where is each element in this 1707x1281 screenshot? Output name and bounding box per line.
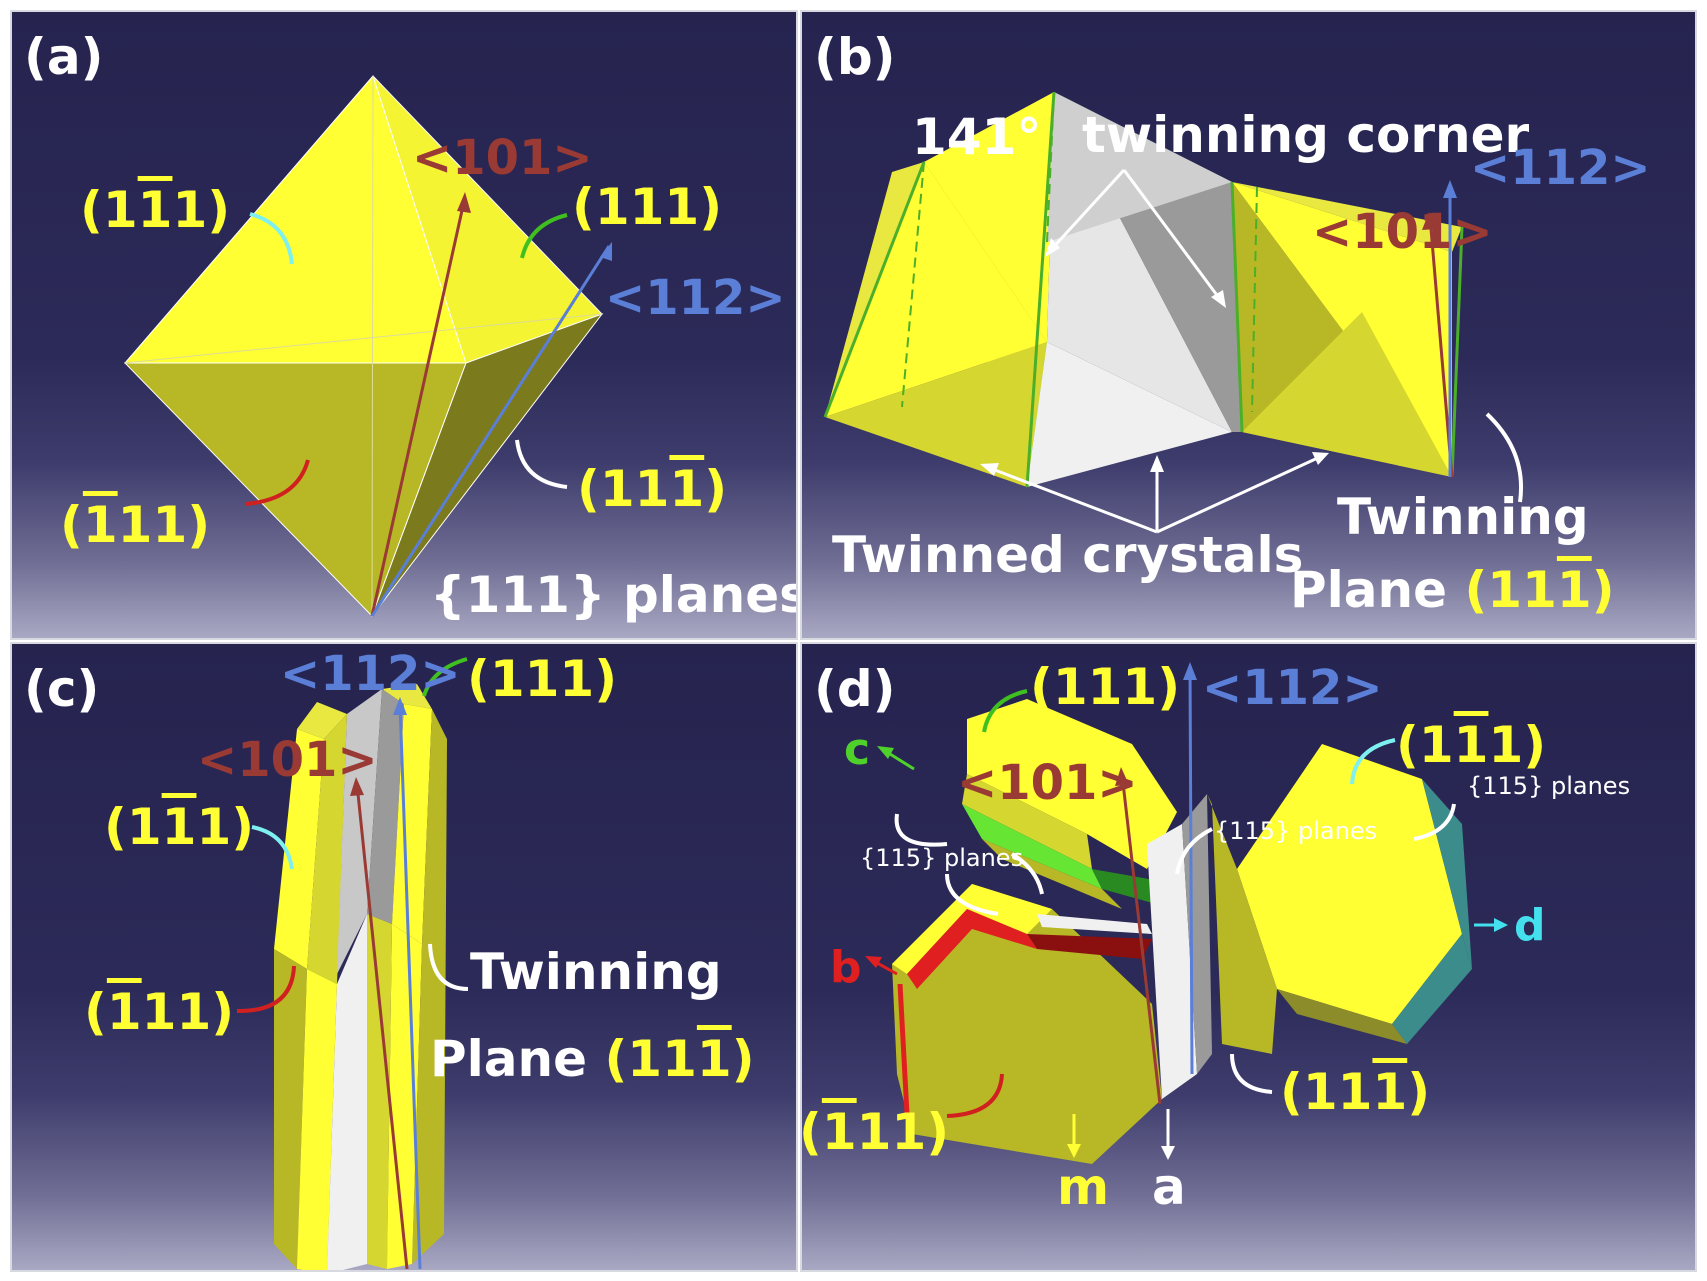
panel-a: (a) (111) <101> (111) <112> (111) (111) …: [10, 10, 798, 640]
hexagonal-crystal: [1207, 744, 1472, 1054]
leader-twinning-plane: [428, 943, 469, 991]
planes-115-label-center: {115} planes: [1214, 817, 1377, 845]
upper-left-crystal: [962, 699, 1192, 914]
direction-112-label: <112>: [605, 270, 786, 326]
direction-101-label: <101>: [957, 755, 1138, 811]
direction-101-arrow: [370, 196, 467, 617]
leader-1b11: [251, 825, 294, 870]
panel-d-figure: (d) (111) <112> (111) c <101> {115} plan…: [802, 658, 1630, 1216]
plane-label-111: (111): [572, 178, 722, 236]
plane-label-b111: (111): [60, 496, 210, 554]
plane-label-111: (111): [467, 650, 617, 708]
leader-115b: [945, 873, 999, 916]
octahedron: [123, 75, 604, 617]
planes-caption: {111} planes: [430, 566, 798, 624]
leader-11b1: [515, 439, 568, 489]
leader-115c: [1010, 852, 1044, 895]
direction-101-label: <101>: [197, 732, 378, 788]
axis-b-label: b: [830, 942, 862, 993]
leader-b111: [946, 1073, 1004, 1118]
panel-c: (c) <112> (111) <101> (111) (111) Twinni…: [10, 642, 798, 1272]
twinned-column: [274, 684, 447, 1270]
direction-101-label: <101>: [412, 130, 593, 186]
leader-b111: [236, 965, 296, 1014]
angle-label: 141°: [912, 108, 1041, 166]
panel-d: (d) (111) <112> (111) c <101> {115} plan…: [800, 642, 1697, 1272]
direction-101-label: <101>: [1312, 204, 1493, 260]
leader-11b1: [1230, 1053, 1273, 1094]
leader-115e: [1413, 803, 1456, 841]
axis-a-label: a: [1152, 1158, 1186, 1216]
direction-101-arrow: [1120, 773, 1162, 1105]
panel-label: (d): [814, 660, 896, 718]
panel-c-figure: (c) <112> (111) <101> (111) (111) Twinni…: [24, 646, 755, 1270]
direction-112-label: <112>: [1470, 140, 1651, 196]
lower-left-crystal: [892, 884, 1162, 1164]
plane-label-111: (111): [1030, 658, 1180, 716]
panel-b: (b) 141° twinning corner <112> <101> Twi…: [800, 10, 1697, 640]
direction-101-arrow: [355, 783, 409, 1270]
leader-111: [422, 657, 468, 697]
panel-label: (b): [814, 28, 896, 86]
plane-label-1b11: (111): [1396, 716, 1546, 774]
plane-label-1b11: (111): [104, 798, 254, 856]
twinning-plane-label: Plane (111): [430, 1030, 755, 1088]
twinning-label: Twinning: [1337, 488, 1589, 546]
direction-112-arrow: [398, 703, 422, 1270]
leader-115a: [894, 813, 948, 847]
leader-111: [520, 213, 568, 259]
panel-b-figure: (b) 141° twinning corner <112> <101> Twi…: [814, 28, 1651, 619]
twinning-label: Twinning: [470, 943, 722, 1001]
leader-111: [982, 689, 1028, 733]
direction-112-arrow: [370, 245, 611, 617]
plane-label-1b11: (111): [80, 181, 230, 239]
direction-101-arrow: [1428, 216, 1454, 478]
direction-112-arrow: [1188, 668, 1194, 1075]
leader-1b11: [249, 212, 294, 265]
leader-115d: [1175, 827, 1213, 875]
plane-label-b111: (111): [802, 1103, 949, 1161]
axis-m-label: m: [1057, 1158, 1109, 1216]
axis-c-label: c: [844, 724, 870, 775]
axis-d-label: d: [1514, 900, 1546, 951]
twinned-crystals-label: Twinned crystals: [832, 526, 1303, 584]
plane-label-11b1: (111): [1280, 1063, 1430, 1121]
direction-112-label: <112>: [280, 646, 461, 702]
plane-label-b111: (111): [84, 983, 234, 1041]
leader-1b11: [1350, 738, 1396, 785]
leader-b111: [244, 459, 310, 506]
twinning-plane-label: Plane (111): [1290, 561, 1615, 619]
planes-115-label-right: {115} planes: [1467, 772, 1630, 800]
panel-label: (a): [24, 28, 103, 86]
direction-112-label: <112>: [1202, 660, 1383, 716]
panel-a-figure: (a) (111) <101> (111) <112> (111) (111) …: [24, 28, 798, 624]
panel-label: (c): [24, 660, 99, 718]
planes-115-label-left: {115} planes: [860, 844, 1023, 872]
plane-label-11b1: (111): [577, 460, 727, 518]
twinning-corner-label: twinning corner: [1082, 106, 1530, 164]
leader-twinning-plane: [1485, 412, 1523, 503]
